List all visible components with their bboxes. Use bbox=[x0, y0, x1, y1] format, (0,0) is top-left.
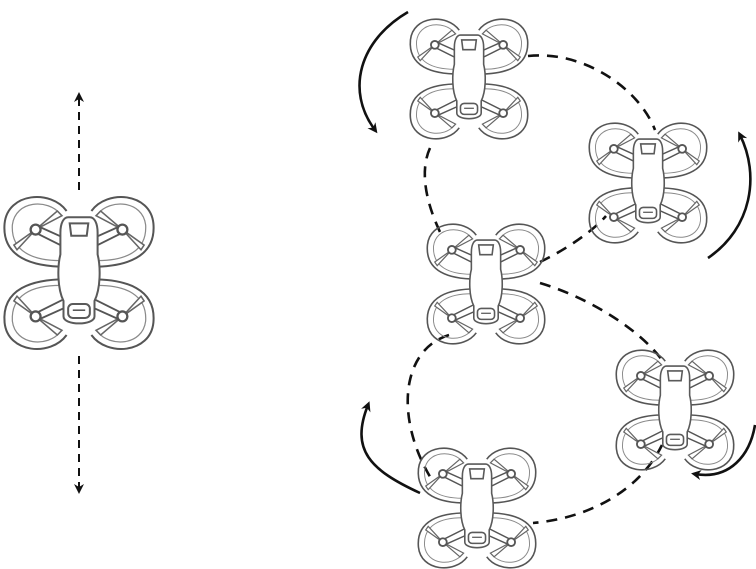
curved-arrow-icon bbox=[360, 401, 421, 495]
drone-icon bbox=[426, 223, 546, 345]
vertical-movement-illustration bbox=[3, 92, 155, 494]
drone-icon bbox=[588, 122, 708, 244]
figure-eight-path bbox=[406, 54, 664, 525]
curved-arrow-icon bbox=[707, 131, 752, 260]
drone-icon bbox=[3, 195, 155, 351]
drone-icon bbox=[409, 18, 529, 140]
drone-icon bbox=[615, 349, 735, 471]
drone-icon bbox=[417, 447, 537, 569]
curved-arrow-icon bbox=[358, 10, 409, 134]
figure-eight-illustration bbox=[358, 10, 756, 569]
curved-arrow-icon bbox=[691, 424, 756, 480]
